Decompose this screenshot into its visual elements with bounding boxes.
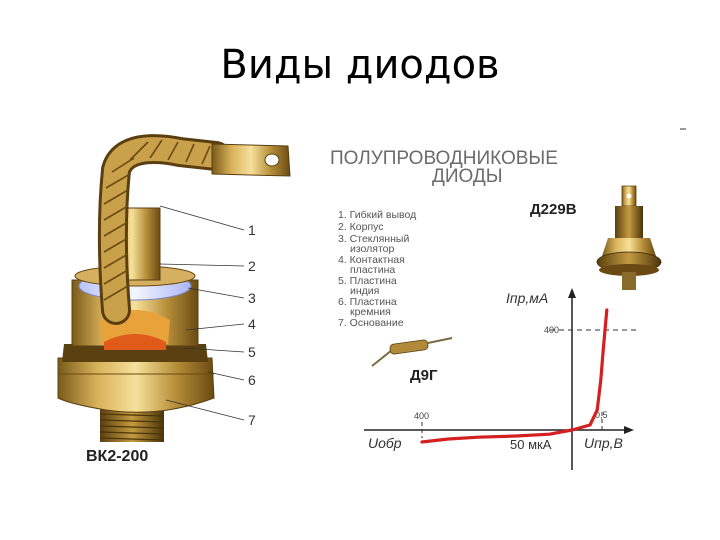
y-axis-label: Iпр,мА (506, 290, 548, 306)
power-diode-illustration: 1 2 3 4 5 6 7 ВК2-200 (57, 134, 291, 465)
iv-curve-point (589, 424, 591, 426)
tick-label-x-forward: 0,5 (595, 410, 608, 420)
parts-legend: 1. Гибкий вывод 2. Корпус 3. Стеклянный … (338, 209, 416, 329)
iv-curve-point (606, 309, 608, 311)
iv-curve-point (477, 436, 480, 439)
iv-curve-series (420, 308, 609, 444)
tick-label-x-reverse: 400 (414, 411, 429, 421)
iv-curve-point (548, 433, 551, 436)
iv-curve-point (602, 349, 604, 351)
d9g-diode-illustration (371, 337, 453, 367)
iv-curve-point (604, 329, 606, 331)
callout-leaders (159, 205, 245, 421)
terminal-lug (211, 143, 291, 177)
iv-curve-point (600, 379, 602, 381)
panel-title-line2: ДИОДЫ (432, 166, 503, 187)
slide-title: Виды диодов (220, 42, 500, 88)
legend-item: изолятор (350, 243, 395, 255)
iv-curve-point (571, 429, 573, 431)
legend-item: индия (350, 285, 379, 297)
iv-chart: 400 400 0,5 Iпр,мА Uпр,В Uобр 50 мкА (364, 288, 640, 470)
callout-2: 2 (248, 258, 256, 274)
x-axis-arrow (624, 426, 634, 434)
callout-7: 7 (248, 412, 256, 428)
legend-item: кремния (350, 306, 391, 318)
model-d9g: Д9Г (410, 367, 438, 384)
legend-item: 2. Корпус (338, 221, 384, 233)
iv-curve-point (447, 438, 450, 440)
legend-item: 3. Стеклянный (338, 233, 409, 245)
tick-label-y: 400 (544, 325, 559, 335)
legend-item: 5. Пластина (338, 275, 397, 287)
callout-numbers: 1 2 3 4 5 6 7 (248, 222, 256, 428)
x-axis-label-forward: Uпр,В (584, 435, 623, 451)
callout-4: 4 (248, 316, 256, 332)
callout-6: 6 (248, 372, 256, 388)
callout-3: 3 (248, 290, 256, 306)
iv-curve-point (596, 409, 598, 411)
x-axis-label-reverse: Uобр (368, 435, 402, 451)
model-d229v: Д229В (530, 201, 577, 218)
legend-item: 7. Основание (338, 317, 404, 329)
legend-item: 1. Гибкий вывод (338, 209, 416, 221)
callout-5: 5 (248, 344, 256, 360)
d229v-diode-illustration (596, 185, 662, 290)
reverse-current-label: 50 мкА (510, 437, 552, 452)
iv-curve-point (421, 441, 423, 443)
iv-curve-point (514, 435, 517, 437)
legend-item: 6. Пластина (338, 296, 397, 308)
panel-title-line1: ПОЛУПРОВОДНИКОВЫЕ (330, 148, 558, 169)
y-axis-arrow (568, 288, 576, 298)
legend-item: 4. Контактная (338, 254, 405, 266)
model-vk2-200: ВК2-200 (86, 448, 148, 465)
diode-base-ring (62, 344, 208, 362)
legend-item: пластина (350, 264, 395, 276)
callout-1: 1 (248, 222, 256, 238)
diode-hex-base (57, 357, 215, 413)
